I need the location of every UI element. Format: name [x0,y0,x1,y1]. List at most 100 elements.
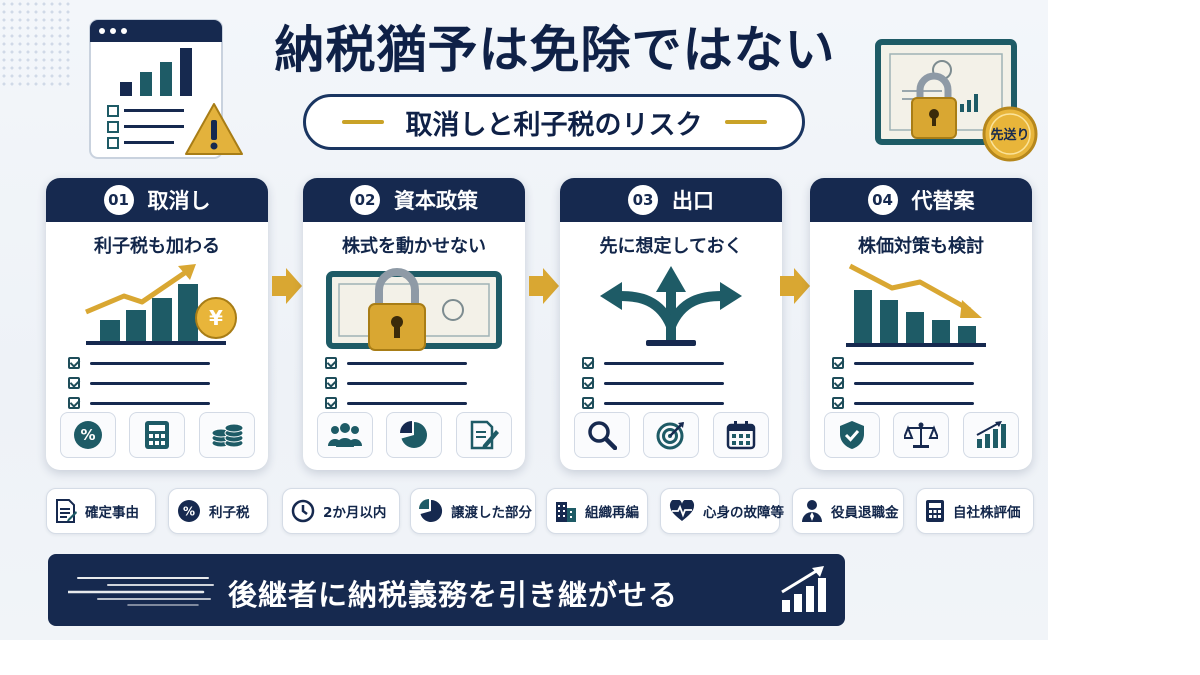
step-card-1: 01 取消し 利子税も加わる ¥ % [46,178,268,470]
document-edit-icon [455,412,512,458]
report-window-warning-illustration [89,19,243,159]
chip-label: 自社株評価 [953,505,1021,521]
step-number-badge: 04 [867,185,898,215]
step-number-badge: 02 [350,185,380,215]
bar-chart-icon [962,412,1019,458]
coins-icon [198,412,255,458]
subtitle-text: 取消しと利子税のリスク [405,109,703,141]
chip-label: 役員退職金 [831,505,899,521]
step-subtitle: 株価対策も検討 [858,236,984,257]
chip-label: 2か月以内 [323,505,387,521]
checkbox-icon [832,377,844,389]
step-subtitle: 株式を動かせない [342,236,486,257]
three-way-split-arrow-illustration [600,266,742,346]
checklist [68,354,210,414]
checkbox-icon [68,397,80,409]
step-card-4: 04 代替案 株価対策も検討 [810,178,1032,470]
scale-icon [893,412,949,458]
percent-icon: % [59,412,116,458]
step-card-2-header: 02 資本政策 [303,178,525,222]
checkbox-icon [325,377,337,389]
svg-text:¥: ¥ [209,306,223,330]
chip-within-two-months: 2か月以内 [282,488,400,534]
percent-icon: % [178,500,200,522]
svg-text:%: % [80,426,95,444]
target-icon [643,412,699,458]
step-card-4-header: 04 代替案 [810,178,1032,222]
checkbox-icon [832,357,844,369]
banner-text: 後継者に納税義務を引き継がせる [228,578,679,612]
checklist [582,354,724,414]
step-title: 資本政策 [394,189,478,213]
checkbox-icon [582,377,594,389]
checkbox-icon [68,357,80,369]
chip-label: 利子税 [209,505,250,521]
subtitle-right-bar [724,120,767,124]
calculator-icon [129,412,185,458]
chip-label: 確定事由 [85,505,139,521]
calendar-icon [712,412,769,458]
checkbox-icon [582,357,594,369]
clock-icon [291,499,315,523]
page-title: 納税猶予は免除ではない [274,21,836,79]
rising-bar-chart-yen-coin-illustration: ¥ [85,264,237,345]
conclusion-banner: 後継者に納税義務を引き継がせる [48,554,845,626]
speed-lines-decoration [68,577,214,606]
chip-illness-disability: 心身の故障等 [660,488,784,534]
arrow-right-icon [529,268,559,304]
declining-bar-chart-illustration [846,263,986,347]
growth-chart-icon [781,566,826,612]
chip-reorganization: 組織再編 [546,488,648,534]
checklist [832,354,974,414]
step-icon-row [810,412,1032,458]
building-icon [556,502,576,522]
checkbox-icon [832,397,844,409]
step-number-badge: 03 [628,185,658,215]
people-icon [316,412,373,458]
checkbox-icon [582,397,594,409]
svg-text:%: % [183,505,195,519]
dot-pattern [0,0,70,90]
chip-interest-tax: % 利子税 [168,488,268,534]
step-card-1-header: 01 取消し [46,178,268,222]
checkbox-icon [325,357,337,369]
pie-chart-icon [419,499,443,522]
step-icon-row [303,412,525,458]
document-icon [56,499,77,523]
step-title: 取消し [147,189,211,213]
checkbox-icon [68,377,80,389]
checklist [325,354,467,414]
checkbox-icon [325,397,337,409]
step-title: 出口 [672,189,714,213]
chip-retirement-allowance: 役員退職金 [792,488,904,534]
infographic-canvas: 納税猶予は免除ではない 取消しと利子税のリスク 先送り 01 取消し 利子税も加… [0,0,1048,640]
person-icon [802,500,822,522]
heart-pulse-icon [669,500,695,521]
locked-certificate-illustration: 先送り [875,39,1038,162]
arrow-right-icon [780,268,810,304]
step-subtitle: 利子税も加わる [94,236,220,257]
step-icon-row: % [46,412,268,458]
pie-chart-icon [386,412,442,458]
subtitle-pill: 取消しと利子税のリスク [303,94,805,150]
subtitle-left-bar [341,120,384,124]
shield-check-icon [823,412,880,458]
calculator-icon [926,500,944,522]
step-card-3-header: 03 出口 [560,178,782,222]
chip-transferred-portion: 譲渡した部分 [410,488,536,534]
chip-label: 心身の故障等 [703,505,784,521]
step-subtitle: 先に想定しておく [599,236,743,257]
arrow-right-icon [272,268,302,304]
search-icon [573,412,630,458]
postpone-badge-text: 先送り [990,127,1029,143]
chip-share-valuation: 自社株評価 [916,488,1034,534]
step-number-badge: 01 [103,185,134,215]
step-title: 代替案 [911,189,975,213]
chip-label: 譲渡した部分 [451,505,532,521]
step-card-3: 03 出口 先に想定しておく [560,178,782,470]
locked-stock-certificate-illustration [326,268,502,351]
step-card-2: 02 資本政策 株式を動かせない [303,178,525,470]
chip-confirmation-event: 確定事由 [46,488,156,534]
step-icon-row [560,412,782,458]
chip-label: 組織再編 [585,505,639,521]
